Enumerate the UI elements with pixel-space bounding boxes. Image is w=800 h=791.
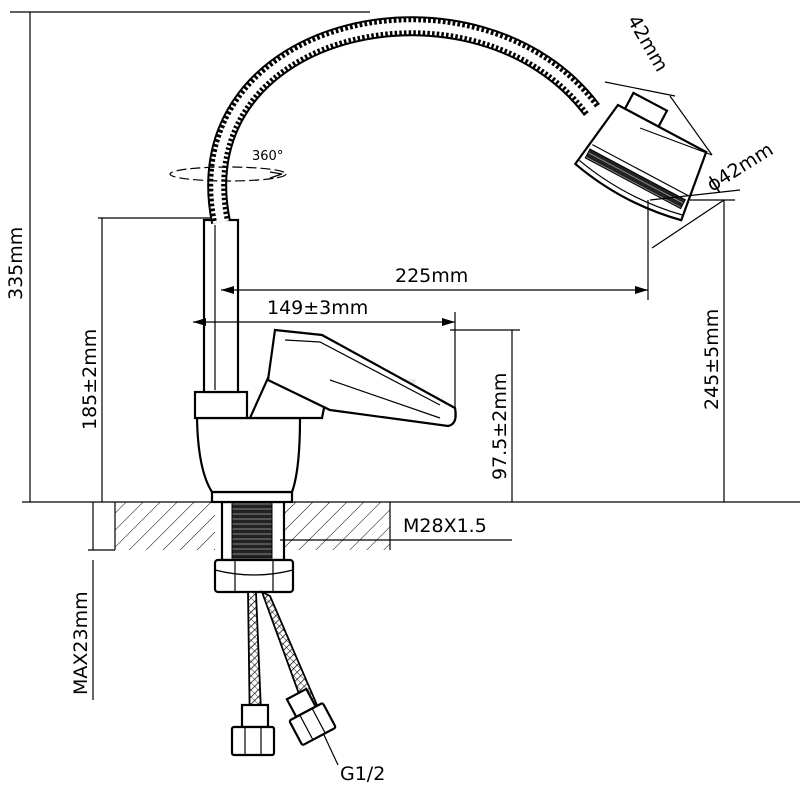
- dim-connection: G1/2: [323, 734, 385, 785]
- max-thickness-label: MAX23mm: [70, 591, 92, 695]
- rotation-label: 360°: [252, 149, 283, 164]
- dim-handle-reach: 149±3mm: [193, 297, 456, 420]
- thread-label: M28X1.5: [403, 515, 487, 537]
- dim-max-thickness: MAX23mm: [70, 502, 115, 700]
- spout-height-label: 245±5mm: [701, 309, 723, 410]
- body-height-label: 185±2mm: [79, 329, 101, 430]
- hose-nut-left: [230, 703, 276, 757]
- dim-thread: M28X1.5: [280, 515, 512, 541]
- spout-reach-label: 225mm: [395, 265, 468, 287]
- handle-height-label: 97.5±2mm: [489, 373, 511, 480]
- head-diameter-label: ϕ42mm: [703, 139, 777, 197]
- rotation-indicator: 360°: [169, 149, 287, 182]
- dim-spout-reach: 225mm: [221, 200, 649, 300]
- counter-slab: [114, 502, 391, 550]
- hose-nut-right: [285, 687, 337, 746]
- total-height-label: 335mm: [5, 227, 27, 300]
- dim-spout-height: 245±5mm: [690, 199, 735, 502]
- threaded-stem: [220, 500, 286, 562]
- handle-reach-label: 149±3mm: [267, 297, 368, 319]
- shower-head: [573, 91, 708, 222]
- flexible-hose: [207, 16, 601, 224]
- connection-label: G1/2: [340, 763, 385, 785]
- dim-handle-height: 97.5±2mm: [450, 329, 520, 502]
- head-length-label: 42mm: [623, 12, 673, 76]
- dim-body-height: 185±2mm: [79, 217, 210, 502]
- mounting-nut: [213, 558, 295, 594]
- dim-total-height: 335mm: [5, 11, 370, 502]
